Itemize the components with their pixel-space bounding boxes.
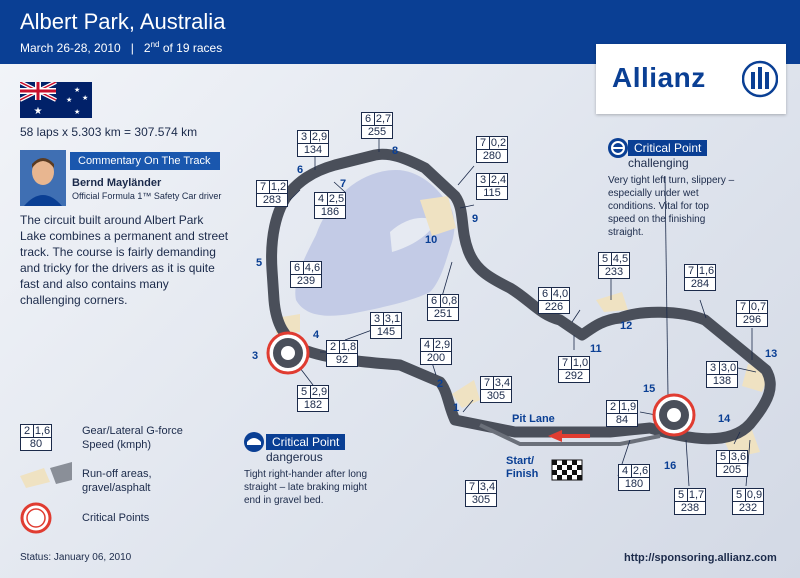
australia-flag-icon: ★ ★ ★ ★ ★: [20, 82, 92, 118]
turn-number: 5: [256, 257, 263, 269]
legend-runoff-label: Run-off areas,: [82, 468, 152, 480]
pit-lane-label: Pit Lane: [512, 413, 555, 425]
critical-point-text: Tight right-hander after long straight –…: [244, 469, 368, 506]
pit-lane: [479, 423, 661, 446]
legend-runoff-label: gravel/asphalt: [82, 482, 151, 494]
start-finish-label: Start/ Finish: [506, 455, 539, 480]
page-title: Albert Park, Australia: [20, 9, 226, 34]
logo-text: Allianz: [612, 62, 706, 93]
turn-number: 3: [252, 350, 259, 362]
runoff-legend-icon: [20, 468, 50, 488]
status-date: Status: January 06, 2010: [20, 552, 132, 563]
sponsor-url[interactable]: http://sponsoring.allianz.com: [624, 552, 777, 564]
legend-critical-label: Critical Points: [82, 512, 150, 524]
critical-point-title: Critical Point: [628, 140, 708, 156]
circuit-description: The circuit built around Albert Park Lak…: [20, 213, 229, 307]
svg-text:★: ★: [74, 108, 80, 116]
helmet-icon: [244, 432, 264, 452]
allianz-logo: Allianz: [596, 44, 786, 114]
svg-text:★: ★: [66, 96, 72, 104]
driver-photo: [20, 150, 66, 206]
turn-number: 15: [643, 383, 656, 395]
turn-number: 1: [453, 402, 460, 414]
critical-point-title: Critical Point: [266, 434, 346, 450]
steering-wheel-icon: [608, 138, 628, 158]
turn-number: 2: [437, 378, 444, 390]
legend-gear-label: Gear/Lateral G-force: [82, 425, 183, 437]
turn-number: 16: [664, 460, 677, 472]
turn-number: 10: [425, 234, 438, 246]
critical-point-text: Very tight left turn, slippery – especia…: [608, 175, 735, 238]
runoff-area: [596, 292, 628, 312]
turn-number: 9: [472, 213, 479, 225]
legend-speed-label: Speed (kmph): [82, 439, 152, 451]
race-rest: of 19 races: [162, 41, 223, 55]
turn-number: 12: [620, 320, 633, 332]
race-date-line: March 26-28, 2010 | 2nd of 19 races: [20, 40, 222, 55]
runoff-area: [452, 380, 480, 408]
driver-role: Official Formula 1™ Safety Car driver: [72, 191, 222, 201]
laps-distance: 58 laps x 5.303 km = 307.574 km: [20, 125, 198, 139]
asphalt-legend-icon: [50, 462, 72, 484]
svg-text:★: ★: [34, 106, 43, 117]
allianz-mark-icon: [742, 60, 778, 98]
driver-name: Bernd Mayländer: [72, 177, 162, 189]
svg-text:★: ★: [82, 94, 88, 102]
race-suffix: nd: [150, 40, 160, 49]
critical-point-level: dangerous: [266, 450, 323, 464]
separator: |: [130, 41, 134, 55]
turn-number: 14: [718, 413, 731, 425]
pit-lane-arrow-icon: [548, 430, 562, 442]
checkered-flag-icon: [551, 459, 583, 481]
turn-number: 8: [392, 145, 399, 157]
turn-number: 7: [340, 178, 347, 190]
turn-number: 13: [765, 348, 778, 360]
commentary-heading: Commentary On The Track: [70, 152, 220, 170]
lake-inlet: [390, 217, 436, 252]
runoff-area: [420, 196, 456, 236]
critical-legend-icon: [20, 502, 52, 534]
turn-number: 6: [297, 164, 304, 176]
turn-number: 4: [313, 329, 320, 341]
svg-text:★: ★: [74, 86, 80, 94]
turn-number: 11: [590, 343, 602, 355]
critical-point-marker-15: [652, 393, 696, 437]
critical-point-level: challenging: [628, 156, 689, 170]
race-date: March 26-28, 2010: [20, 41, 121, 55]
race-number: 2: [143, 41, 151, 55]
critical-point-marker-3: [266, 331, 310, 375]
